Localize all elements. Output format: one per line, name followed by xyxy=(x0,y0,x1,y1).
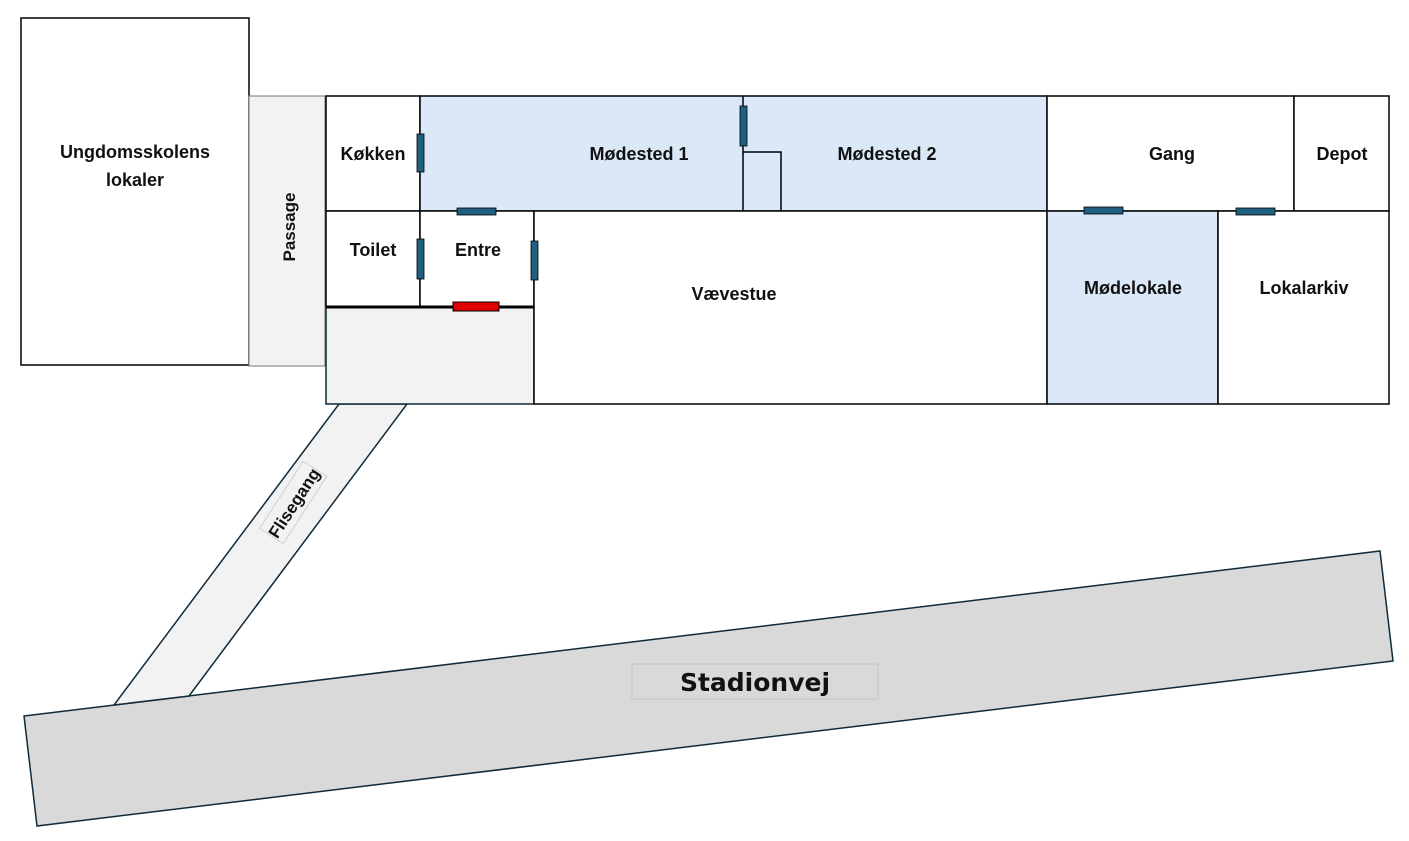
label-ungdomsskolen-1: Ungdomsskolens xyxy=(60,142,210,162)
passage-area xyxy=(248,95,326,367)
label-passage: Passage xyxy=(280,193,299,262)
room-modested xyxy=(419,95,1048,212)
outdoor-vestibule xyxy=(325,306,535,405)
ungdomsskolen-building xyxy=(20,17,250,366)
door-gang-modelokale xyxy=(1083,206,1124,215)
room-entre xyxy=(419,210,535,308)
label-modested1: Mødested 1 xyxy=(589,144,688,164)
wall-alcove xyxy=(743,151,782,211)
door-entre-modested xyxy=(456,207,497,216)
label-toilet: Toilet xyxy=(350,240,397,260)
flisegang-label-box xyxy=(258,460,328,545)
label-kokken: Køkken xyxy=(340,144,405,164)
label-ungdomsskolen-2: lokaler xyxy=(106,170,164,190)
label-modested2: Mødested 2 xyxy=(837,144,936,164)
door-entre-vaevestue xyxy=(530,240,539,281)
room-gang xyxy=(1046,95,1295,212)
door-gang-lokalarkiv xyxy=(1235,207,1276,216)
door-toilet-entre xyxy=(416,238,425,280)
label-entre: Entre xyxy=(455,240,501,260)
main-entrance-door xyxy=(452,301,500,312)
label-modelokale: Mødelokale xyxy=(1084,278,1182,298)
door-kokken-modested xyxy=(416,133,425,173)
room-lokalarkiv xyxy=(1217,210,1390,405)
label-gang: Gang xyxy=(1149,144,1195,164)
label-stadionvej: Stadionvej xyxy=(680,668,830,697)
flisegang-walkway xyxy=(112,403,409,706)
room-depot xyxy=(1293,95,1390,212)
room-kokken xyxy=(325,95,421,212)
label-depot: Depot xyxy=(1317,144,1368,164)
door-modested-split xyxy=(739,105,748,147)
label-vaevestue: Vævestue xyxy=(691,284,776,304)
label-lokalarkiv: Lokalarkiv xyxy=(1259,278,1348,298)
room-vaevestue xyxy=(533,210,1048,405)
room-modelokale xyxy=(1046,210,1219,405)
stadionvej-label-box xyxy=(631,663,879,700)
